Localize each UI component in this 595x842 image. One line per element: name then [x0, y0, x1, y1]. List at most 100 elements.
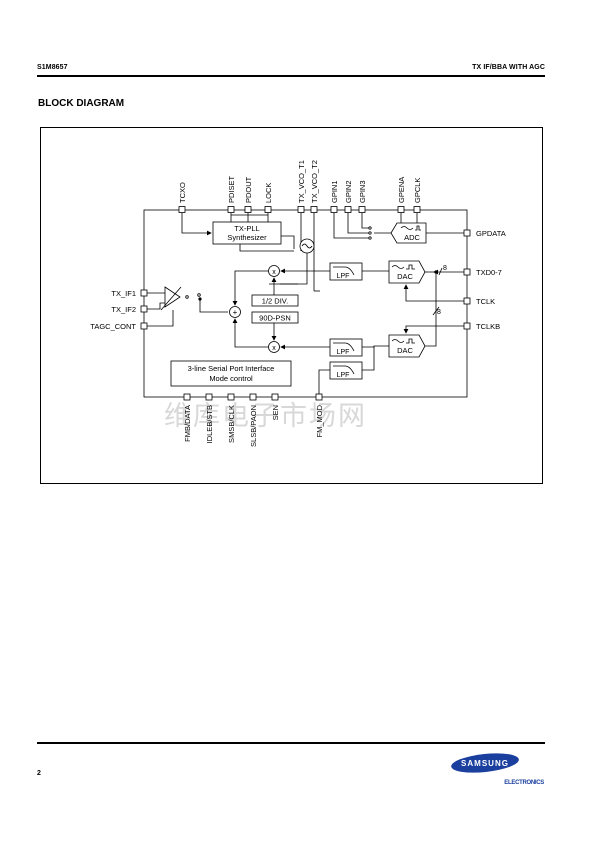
pin-gpin2: GPIN2	[344, 180, 353, 213]
pin-tx-vco-t2: TX_VCO_T2	[310, 160, 319, 213]
wire-txd-bus-bottom	[425, 272, 437, 347]
lpf-mid: LPF	[329, 338, 363, 357]
pin-label-gpdata: GPDATA	[476, 229, 506, 238]
diagram-frame	[40, 127, 543, 484]
wire-pll-vco	[281, 235, 295, 249]
pin-tclkb	[463, 322, 471, 330]
div-label: 1/2 DIV.	[262, 297, 288, 306]
pin-label-gpena: GPENA	[397, 177, 406, 203]
lpf-top-label: LPF	[337, 273, 350, 280]
lpf-bottom: LPF	[329, 361, 363, 380]
left-pins: TX_IF1 TX_IF2 TAGC_CONT	[90, 289, 148, 331]
pin-label-pdout: PDOUT	[244, 176, 253, 203]
pin-tx-if1	[140, 289, 148, 297]
pin-label-tcxo: TCXO	[178, 182, 187, 203]
pin-label-fm-mod: FM_MOD	[315, 404, 324, 437]
pin-idleb-stb: IDLEB/STB	[205, 393, 214, 443]
lpf-bottom-label: LPF	[337, 372, 350, 379]
pin-label-tx-vco-t1: TX_VCO_T1	[297, 160, 306, 203]
wire-pll-pins	[230, 213, 269, 222]
pin-label-lock: LOCK	[264, 183, 273, 203]
pin-label-gpin1: GPIN1	[330, 180, 339, 203]
mixer-top-symbol: x	[272, 269, 276, 276]
footer-rule	[37, 742, 545, 744]
logo-sub-text: ELECTRONICS	[504, 780, 544, 786]
wire-tclkb	[403, 325, 464, 334]
bus-width-2: 8	[437, 309, 441, 316]
spi-label-2: Mode control	[209, 374, 253, 383]
bus-slashes	[432, 267, 443, 316]
pin-label-pdiset: PDISET	[227, 175, 236, 203]
pin-gpdata	[463, 229, 471, 237]
logo-brand-text: SAMSUNG	[461, 759, 509, 768]
header-title: TX IF/BBA WITH AGC	[472, 64, 545, 71]
lpf-mid-label: LPF	[337, 349, 350, 356]
right-pins: GPDATA TXD0-7 TCLK TCLKB	[463, 229, 506, 331]
vco-symbol	[299, 238, 315, 254]
psn-block: 90D-PSN	[251, 311, 299, 324]
dac-top-label: DAC	[397, 272, 413, 281]
agc-amp	[160, 286, 201, 311]
dac-bottom-label: DAC	[397, 346, 413, 355]
summer: +	[229, 306, 241, 318]
psn-label: 90D-PSN	[259, 314, 291, 323]
pin-tx-if2	[140, 305, 148, 313]
page-number: 2	[37, 770, 41, 777]
pin-pdout: PDOUT	[244, 176, 253, 213]
bus-width-1: 8	[443, 265, 447, 272]
pin-label-gpclk: GPCLK	[413, 178, 422, 203]
watermark-text: 维库电子市场网	[164, 401, 367, 432]
wire-tcxo	[181, 213, 212, 236]
pin-label-tagc-cont: TAGC_CONT	[90, 322, 136, 331]
header-rule	[37, 75, 545, 77]
pin-gpin1: GPIN1	[330, 180, 339, 213]
pin-fmb-data: FMB/DATA	[183, 393, 192, 442]
wire-pll-feedback	[239, 244, 294, 252]
wire-lpf-fm-mod	[318, 369, 330, 394]
samsung-logo: SAMSUNG ELECTRONICS	[451, 753, 545, 786]
bottom-pins: FMB/DATA IDLEB/STB SMSB/CLK SLSB/PAON SE…	[183, 393, 324, 447]
block-diagram: 维库电子市场网 TCXO PDISET PDOUT LOCK TX_VCO_T1…	[90, 160, 506, 447]
section-title: BLOCK DIAGRAM	[38, 98, 125, 109]
lpf-top: LPF	[329, 262, 363, 281]
wire-gp-control	[400, 213, 418, 223]
pin-tagc-cont	[140, 322, 148, 330]
pin-pdiset: PDISET	[227, 175, 236, 213]
wire-tx-if	[147, 292, 165, 310]
tx-pll-block: TX-PLL Synthesizer	[212, 221, 282, 245]
dac-bottom: DAC	[388, 334, 426, 358]
pin-label-sen: SEN	[271, 405, 280, 420]
wire-mixer-bottom-summer	[232, 318, 268, 348]
pll-label-1: TX-PLL	[234, 224, 259, 233]
wire-mixer-top-summer	[232, 270, 268, 306]
wire-dac-lpf-mid	[362, 345, 389, 348]
pin-tclk	[463, 297, 471, 305]
pin-label-tclk: TCLK	[476, 297, 495, 306]
summer-symbol: +	[233, 308, 238, 317]
pin-label-txd0-7: TXD0-7	[476, 268, 502, 277]
top-pins: TCXO PDISET PDOUT LOCK TX_VCO_T1 TX_VCO_…	[178, 160, 422, 213]
dac-top: DAC	[388, 260, 426, 284]
pin-sen: SEN	[271, 393, 280, 420]
pin-gpena: GPENA	[397, 177, 406, 213]
pin-label-gpin2: GPIN2	[344, 180, 353, 203]
pin-label-idleb-stb: IDLEB/STB	[205, 405, 214, 443]
adc-label: ADC	[404, 233, 420, 242]
div-block: 1/2 DIV.	[251, 294, 299, 307]
pin-tcxo: TCXO	[178, 182, 187, 213]
pin-label-tx-if1: TX_IF1	[111, 289, 136, 298]
pin-label-fmb-data: FMB/DATA	[183, 405, 192, 442]
pin-gpclk: GPCLK	[413, 178, 422, 213]
spi-block: 3-line Serial Port Interface Mode contro…	[170, 360, 292, 387]
pin-label-smsb-clk: SMSB/CLK	[227, 405, 236, 443]
pin-label-slsb-paon: SLSB/PAON	[249, 405, 258, 447]
mixer-bottom: x	[268, 341, 280, 353]
pin-label-tx-if2: TX_IF2	[111, 305, 136, 314]
adc-block: ADC	[390, 222, 427, 244]
wire-agc-cont	[147, 310, 174, 327]
pin-smsb-clk: SMSB/CLK	[227, 393, 236, 443]
wire-gpin	[333, 213, 369, 239]
pin-label-tclkb: TCLKB	[476, 322, 500, 331]
wire-tclk	[403, 284, 464, 302]
wire-summer-output	[199, 299, 228, 313]
